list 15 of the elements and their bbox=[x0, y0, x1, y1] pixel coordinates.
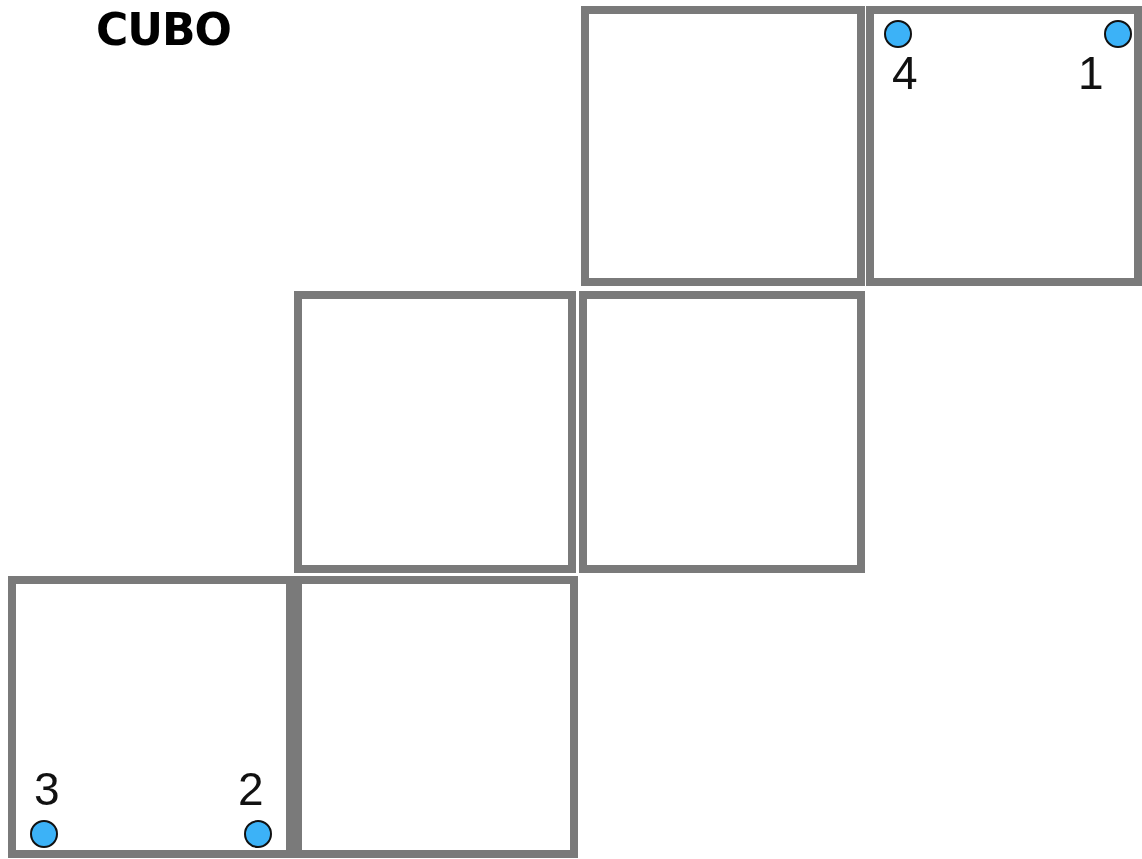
dot-marker bbox=[30, 820, 58, 848]
dot-marker bbox=[1104, 20, 1132, 48]
square-face bbox=[8, 576, 294, 858]
square-face bbox=[581, 6, 865, 286]
vertex-number: 4 bbox=[892, 50, 918, 96]
dot-marker bbox=[244, 820, 272, 848]
square-face bbox=[294, 576, 578, 858]
square-face bbox=[579, 291, 865, 573]
square-face bbox=[866, 6, 1142, 286]
vertex-number: 2 bbox=[238, 766, 264, 812]
dot-marker bbox=[884, 20, 912, 48]
square-face bbox=[294, 291, 576, 573]
title: CUBO bbox=[96, 4, 231, 55]
vertex-number: 3 bbox=[34, 766, 60, 812]
vertex-number: 1 bbox=[1078, 50, 1104, 96]
